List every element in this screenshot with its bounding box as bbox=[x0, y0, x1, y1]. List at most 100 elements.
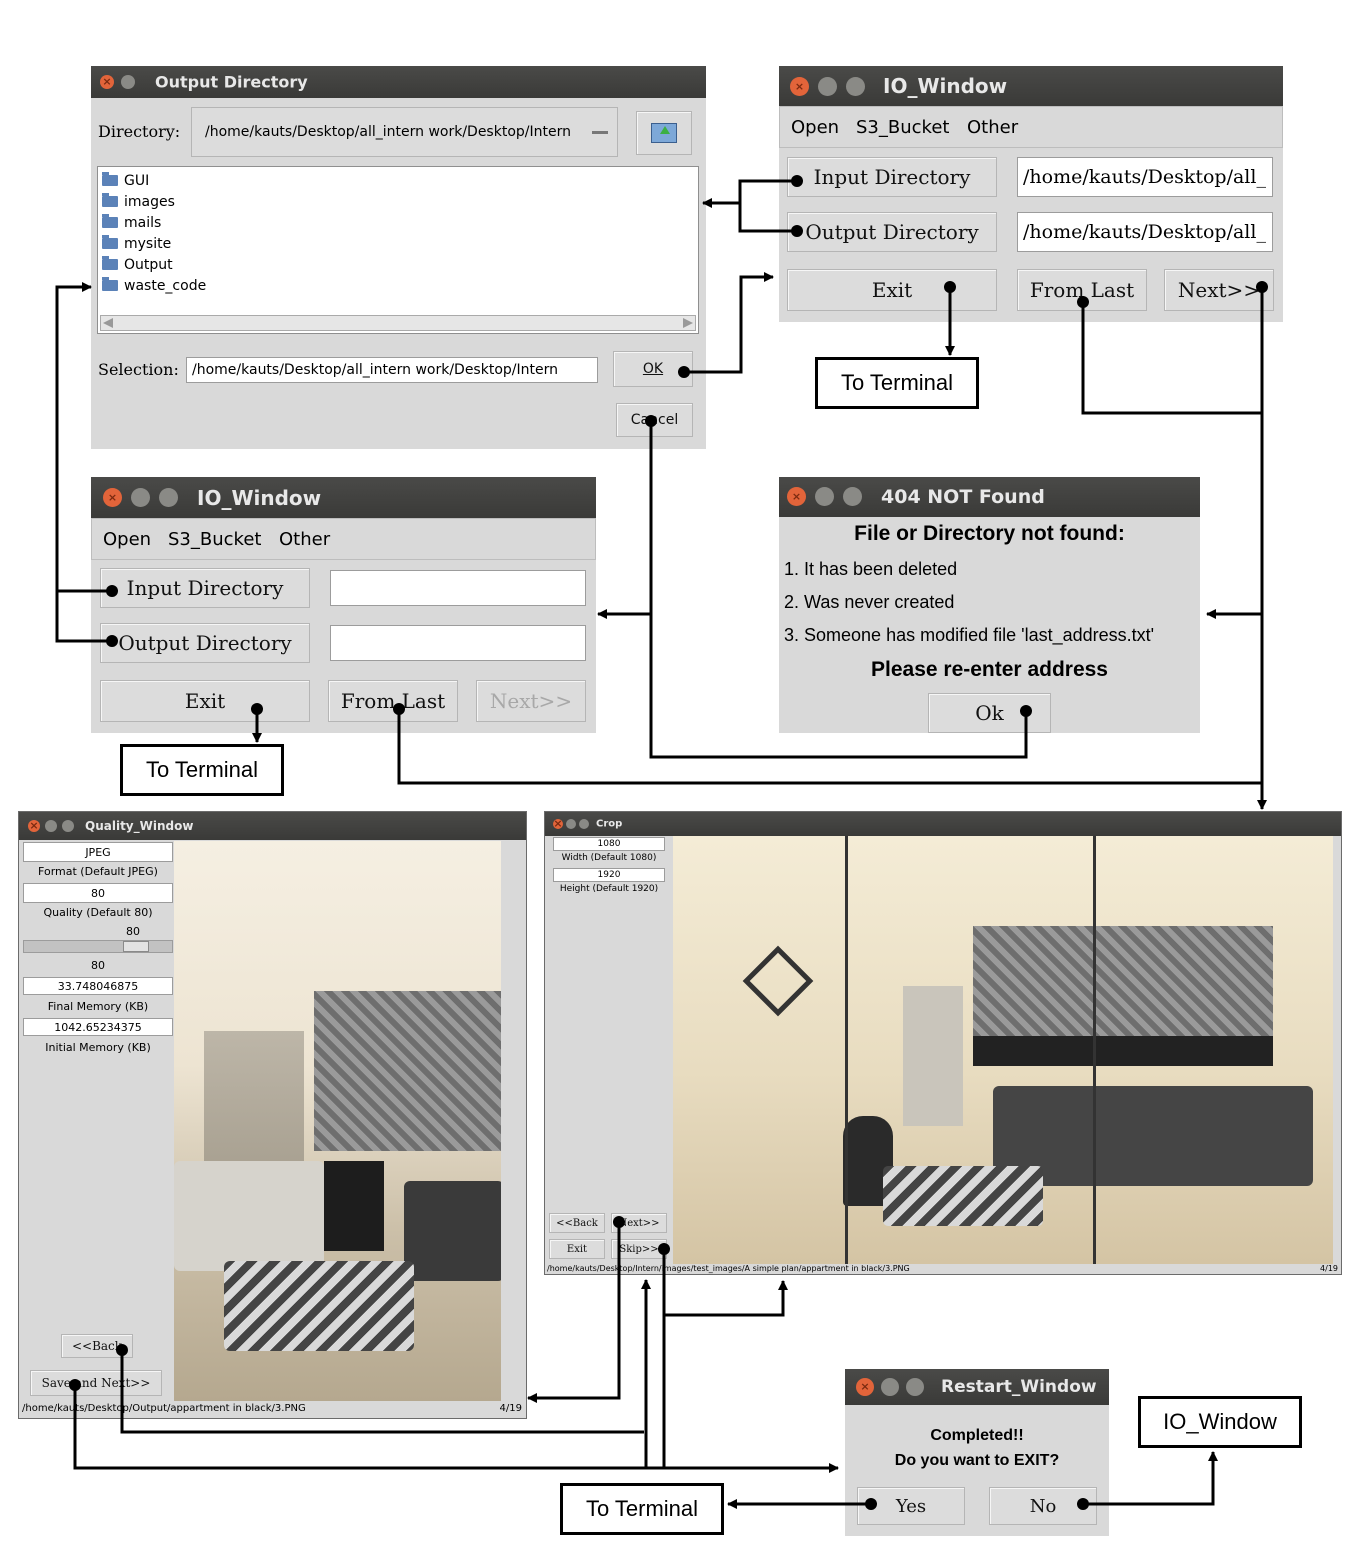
parent-folder-button[interactable] bbox=[636, 111, 692, 155]
back-button[interactable]: <<Back bbox=[549, 1213, 605, 1233]
output-directory-button[interactable]: Output Directory bbox=[787, 212, 997, 252]
format-input[interactable]: JPEG bbox=[23, 842, 173, 862]
quality-slider[interactable] bbox=[23, 940, 173, 953]
menu-s3-bucket[interactable]: S3_Bucket bbox=[856, 117, 950, 138]
close-icon[interactable] bbox=[28, 820, 40, 832]
input-directory-button[interactable]: Input Directory bbox=[100, 568, 310, 608]
crop-guide-left[interactable] bbox=[845, 836, 848, 1264]
connector-quality-back bbox=[120, 1350, 644, 1434]
folder-list-item[interactable]: waste_code bbox=[102, 276, 206, 297]
folder-list-item[interactable]: mysite bbox=[102, 234, 206, 255]
output-directory-button[interactable]: Output Directory bbox=[100, 623, 310, 663]
reason-3: 3. Someone has modified file 'last_addre… bbox=[784, 625, 1155, 645]
minimize-icon[interactable] bbox=[566, 819, 576, 829]
window-title: Crop bbox=[596, 818, 623, 830]
output-directory-dialog: Output Directory Directory: /home/kauts/… bbox=[91, 66, 706, 449]
crop-guide-right[interactable] bbox=[1093, 836, 1096, 1264]
next-button[interactable]: Next>> bbox=[476, 680, 586, 722]
minimize-icon[interactable] bbox=[45, 820, 57, 832]
connector-cancel-loop bbox=[649, 421, 1028, 759]
title-bar: Quality_Window bbox=[19, 812, 526, 840]
close-icon[interactable] bbox=[553, 819, 563, 829]
close-icon[interactable] bbox=[856, 1378, 874, 1396]
minimize-icon[interactable] bbox=[131, 488, 150, 507]
menu-open[interactable]: Open bbox=[103, 529, 152, 550]
folder-name: GUI bbox=[124, 173, 150, 189]
directory-label: Directory: bbox=[98, 122, 181, 141]
next-button[interactable]: Next>> bbox=[1164, 269, 1274, 311]
connector-skip-to-crop bbox=[664, 1280, 788, 1317]
input-directory-field[interactable] bbox=[330, 570, 586, 606]
next-button[interactable]: Next>> bbox=[611, 1213, 667, 1233]
exit-button[interactable]: Exit bbox=[100, 680, 310, 722]
scroll-left-icon[interactable] bbox=[103, 318, 113, 328]
title-bar: IO_Window bbox=[91, 477, 596, 518]
menu-other[interactable]: Other bbox=[279, 529, 331, 550]
format-label: Format (Default JPEG) bbox=[38, 865, 158, 878]
output-directory-value: /home/kauts/Desktop/all_ bbox=[1023, 221, 1266, 243]
width-input[interactable]: 1080 bbox=[553, 837, 665, 851]
menu-s3-bucket[interactable]: S3_Bucket bbox=[168, 529, 262, 550]
folder-list-item[interactable]: Output bbox=[102, 255, 206, 276]
quality-input[interactable]: 80 bbox=[23, 883, 173, 903]
maximize-icon[interactable] bbox=[846, 77, 865, 96]
folder-list-item[interactable]: mails bbox=[102, 213, 206, 234]
minimize-icon[interactable] bbox=[121, 75, 135, 89]
initial-memory-value: 1042.65234375 bbox=[23, 1018, 173, 1036]
maximize-icon[interactable] bbox=[906, 1378, 924, 1396]
input-directory-field[interactable]: /home/kauts/Desktop/all_ bbox=[1017, 157, 1273, 197]
exit-button[interactable]: Exit bbox=[787, 269, 997, 311]
output-directory-field[interactable] bbox=[330, 625, 586, 661]
selection-value: /home/kauts/Desktop/all_intern work/Desk… bbox=[192, 362, 558, 378]
connector-ok-to-io bbox=[684, 272, 774, 374]
close-icon[interactable] bbox=[790, 77, 809, 96]
connector-empty-input bbox=[55, 282, 112, 593]
menu-other[interactable]: Other bbox=[967, 117, 1019, 138]
title-bar: Output Directory bbox=[91, 66, 706, 98]
folder-list-item[interactable]: GUI bbox=[102, 171, 206, 192]
close-icon[interactable] bbox=[787, 487, 806, 506]
maximize-icon[interactable] bbox=[579, 819, 589, 829]
window-title: IO_Window bbox=[197, 485, 322, 510]
maximize-icon[interactable] bbox=[159, 488, 178, 507]
to-terminal-box-2: To Terminal bbox=[120, 744, 284, 796]
input-directory-button[interactable]: Input Directory bbox=[787, 157, 997, 197]
minimize-icon[interactable] bbox=[818, 77, 837, 96]
initial-memory-label: Initial Memory (KB) bbox=[45, 1041, 151, 1054]
close-icon[interactable] bbox=[103, 488, 122, 507]
selection-input[interactable]: /home/kauts/Desktop/all_intern work/Desk… bbox=[186, 357, 598, 383]
final-memory-value: 33.748046875 bbox=[23, 977, 173, 995]
folder-list-item[interactable]: images bbox=[102, 192, 206, 213]
horizontal-scrollbar[interactable] bbox=[100, 315, 696, 331]
maximize-icon[interactable] bbox=[62, 820, 74, 832]
directory-combobox[interactable]: /home/kauts/Desktop/all_intern work/Desk… bbox=[191, 107, 618, 157]
quality-window: Quality_Window JPEG Format (Default JPEG… bbox=[18, 811, 527, 1419]
chevron-down-icon bbox=[592, 131, 608, 134]
title-bar: IO_Window bbox=[779, 66, 1283, 106]
from-last-button[interactable]: From Last bbox=[328, 680, 458, 722]
image-path: /home/kauts/Desktop/Intern/images/test_i… bbox=[547, 1264, 910, 1273]
image-counter: 4/19 bbox=[499, 1403, 522, 1414]
connector-from-last bbox=[1081, 302, 1262, 415]
close-icon[interactable] bbox=[100, 75, 114, 89]
exit-button[interactable]: Exit bbox=[549, 1239, 605, 1259]
connector-quality-save bbox=[73, 1385, 839, 1473]
folder-icon bbox=[102, 214, 118, 228]
folder-icon bbox=[102, 235, 118, 249]
slider-handle[interactable] bbox=[123, 941, 149, 952]
connector-no-to-io bbox=[1083, 1451, 1218, 1506]
scroll-right-icon[interactable] bbox=[683, 318, 693, 328]
height-input[interactable]: 1920 bbox=[553, 868, 665, 882]
exit-question: Do you want to EXIT? bbox=[894, 1452, 1060, 1469]
output-directory-field[interactable]: /home/kauts/Desktop/all_ bbox=[1017, 212, 1273, 252]
menu-open[interactable]: Open bbox=[791, 117, 840, 138]
final-memory-label: Final Memory (KB) bbox=[47, 1000, 149, 1013]
from-last-button[interactable]: From Last bbox=[1017, 269, 1147, 311]
maximize-icon[interactable] bbox=[843, 487, 862, 506]
folder-name: Output bbox=[124, 257, 173, 273]
minimize-icon[interactable] bbox=[815, 487, 834, 506]
minimize-icon[interactable] bbox=[881, 1378, 899, 1396]
folder-name: mails bbox=[124, 215, 162, 231]
folder-icon bbox=[102, 277, 118, 291]
